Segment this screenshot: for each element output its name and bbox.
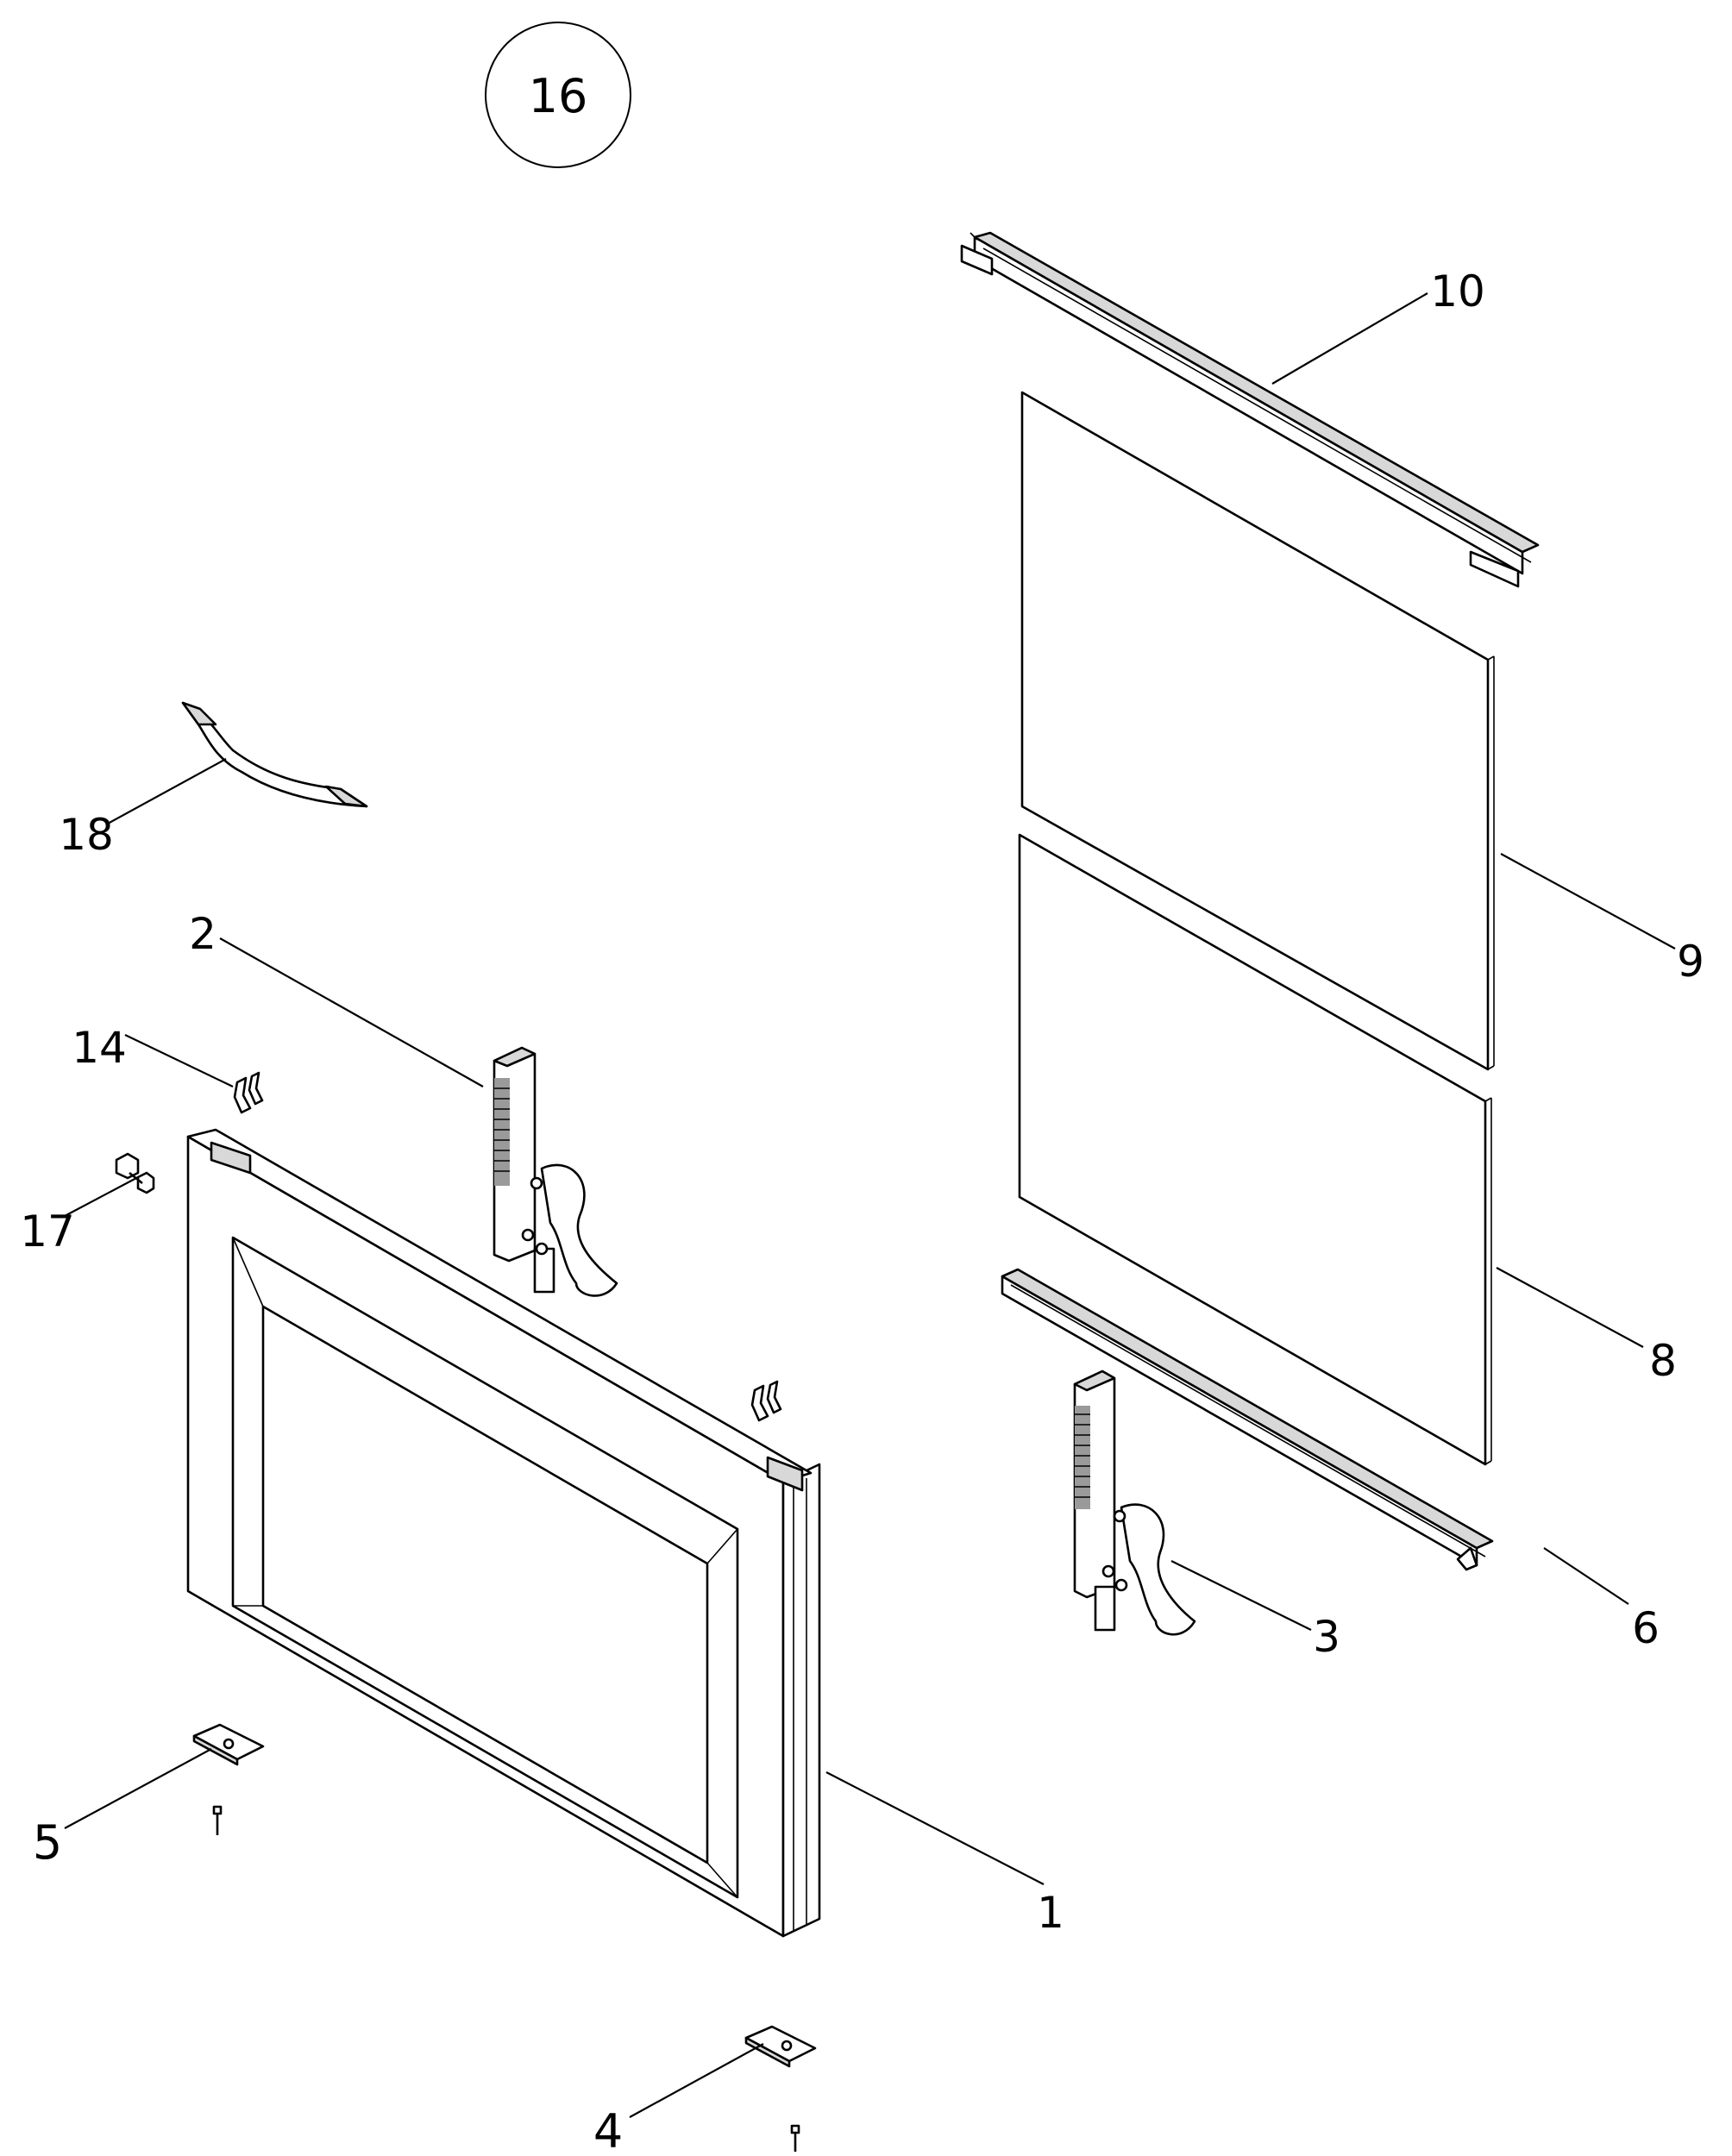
callout-14: 14 xyxy=(72,1023,127,1073)
part-3-hinge-right xyxy=(1073,1369,1196,1636)
callout-17: 17 xyxy=(20,1206,75,1257)
part-1-door-frame xyxy=(186,1128,821,1938)
callout-10: 10 xyxy=(1430,266,1485,317)
callout-18: 18 xyxy=(59,810,114,860)
part-10-top-rail xyxy=(960,231,1540,588)
callout-3: 3 xyxy=(1313,1612,1340,1662)
part-17-screw xyxy=(115,1152,155,1194)
leader-2 xyxy=(219,937,484,1087)
callout-9: 9 xyxy=(1677,937,1704,987)
leader-5 xyxy=(64,1748,212,1829)
leader-17 xyxy=(64,1176,139,1217)
part-2-hinge-left xyxy=(493,1046,618,1297)
callout-1: 1 xyxy=(1037,1888,1064,1938)
part-14-clips-right xyxy=(750,1380,782,1422)
part-8-glass-panel-lower xyxy=(1018,833,1492,1466)
leader-3 xyxy=(1170,1560,1312,1631)
figure-number-badge: 16 xyxy=(485,22,631,168)
callout-8: 8 xyxy=(1649,1336,1677,1386)
leader-18 xyxy=(107,758,227,824)
callout-5: 5 xyxy=(33,1815,62,1870)
callout-6: 6 xyxy=(1632,1603,1660,1653)
leader-4 xyxy=(629,2043,764,2118)
callout-2: 2 xyxy=(189,909,216,959)
part-9-glass-panel-upper xyxy=(1020,391,1495,1071)
leader-10 xyxy=(1271,292,1428,385)
leader-6 xyxy=(1543,1547,1629,1605)
leader-9 xyxy=(1500,853,1676,950)
leader-1 xyxy=(825,1771,1045,1885)
figure-number: 16 xyxy=(529,69,588,123)
part-4-bracket xyxy=(744,2025,817,2152)
callout-4: 4 xyxy=(593,2104,623,2156)
leader-14 xyxy=(124,1034,234,1087)
callout-labels: 10 9 8 6 3 18 2 14 17 5 1 4 xyxy=(20,266,1704,2156)
part-5-bracket xyxy=(192,1723,265,1835)
leader-lines xyxy=(64,292,1676,2118)
part-14-clips-left xyxy=(233,1071,264,1114)
leader-8 xyxy=(1496,1267,1644,1348)
part-6-bottom-rail xyxy=(1001,1268,1494,1571)
part-18-door-handle xyxy=(181,701,368,808)
